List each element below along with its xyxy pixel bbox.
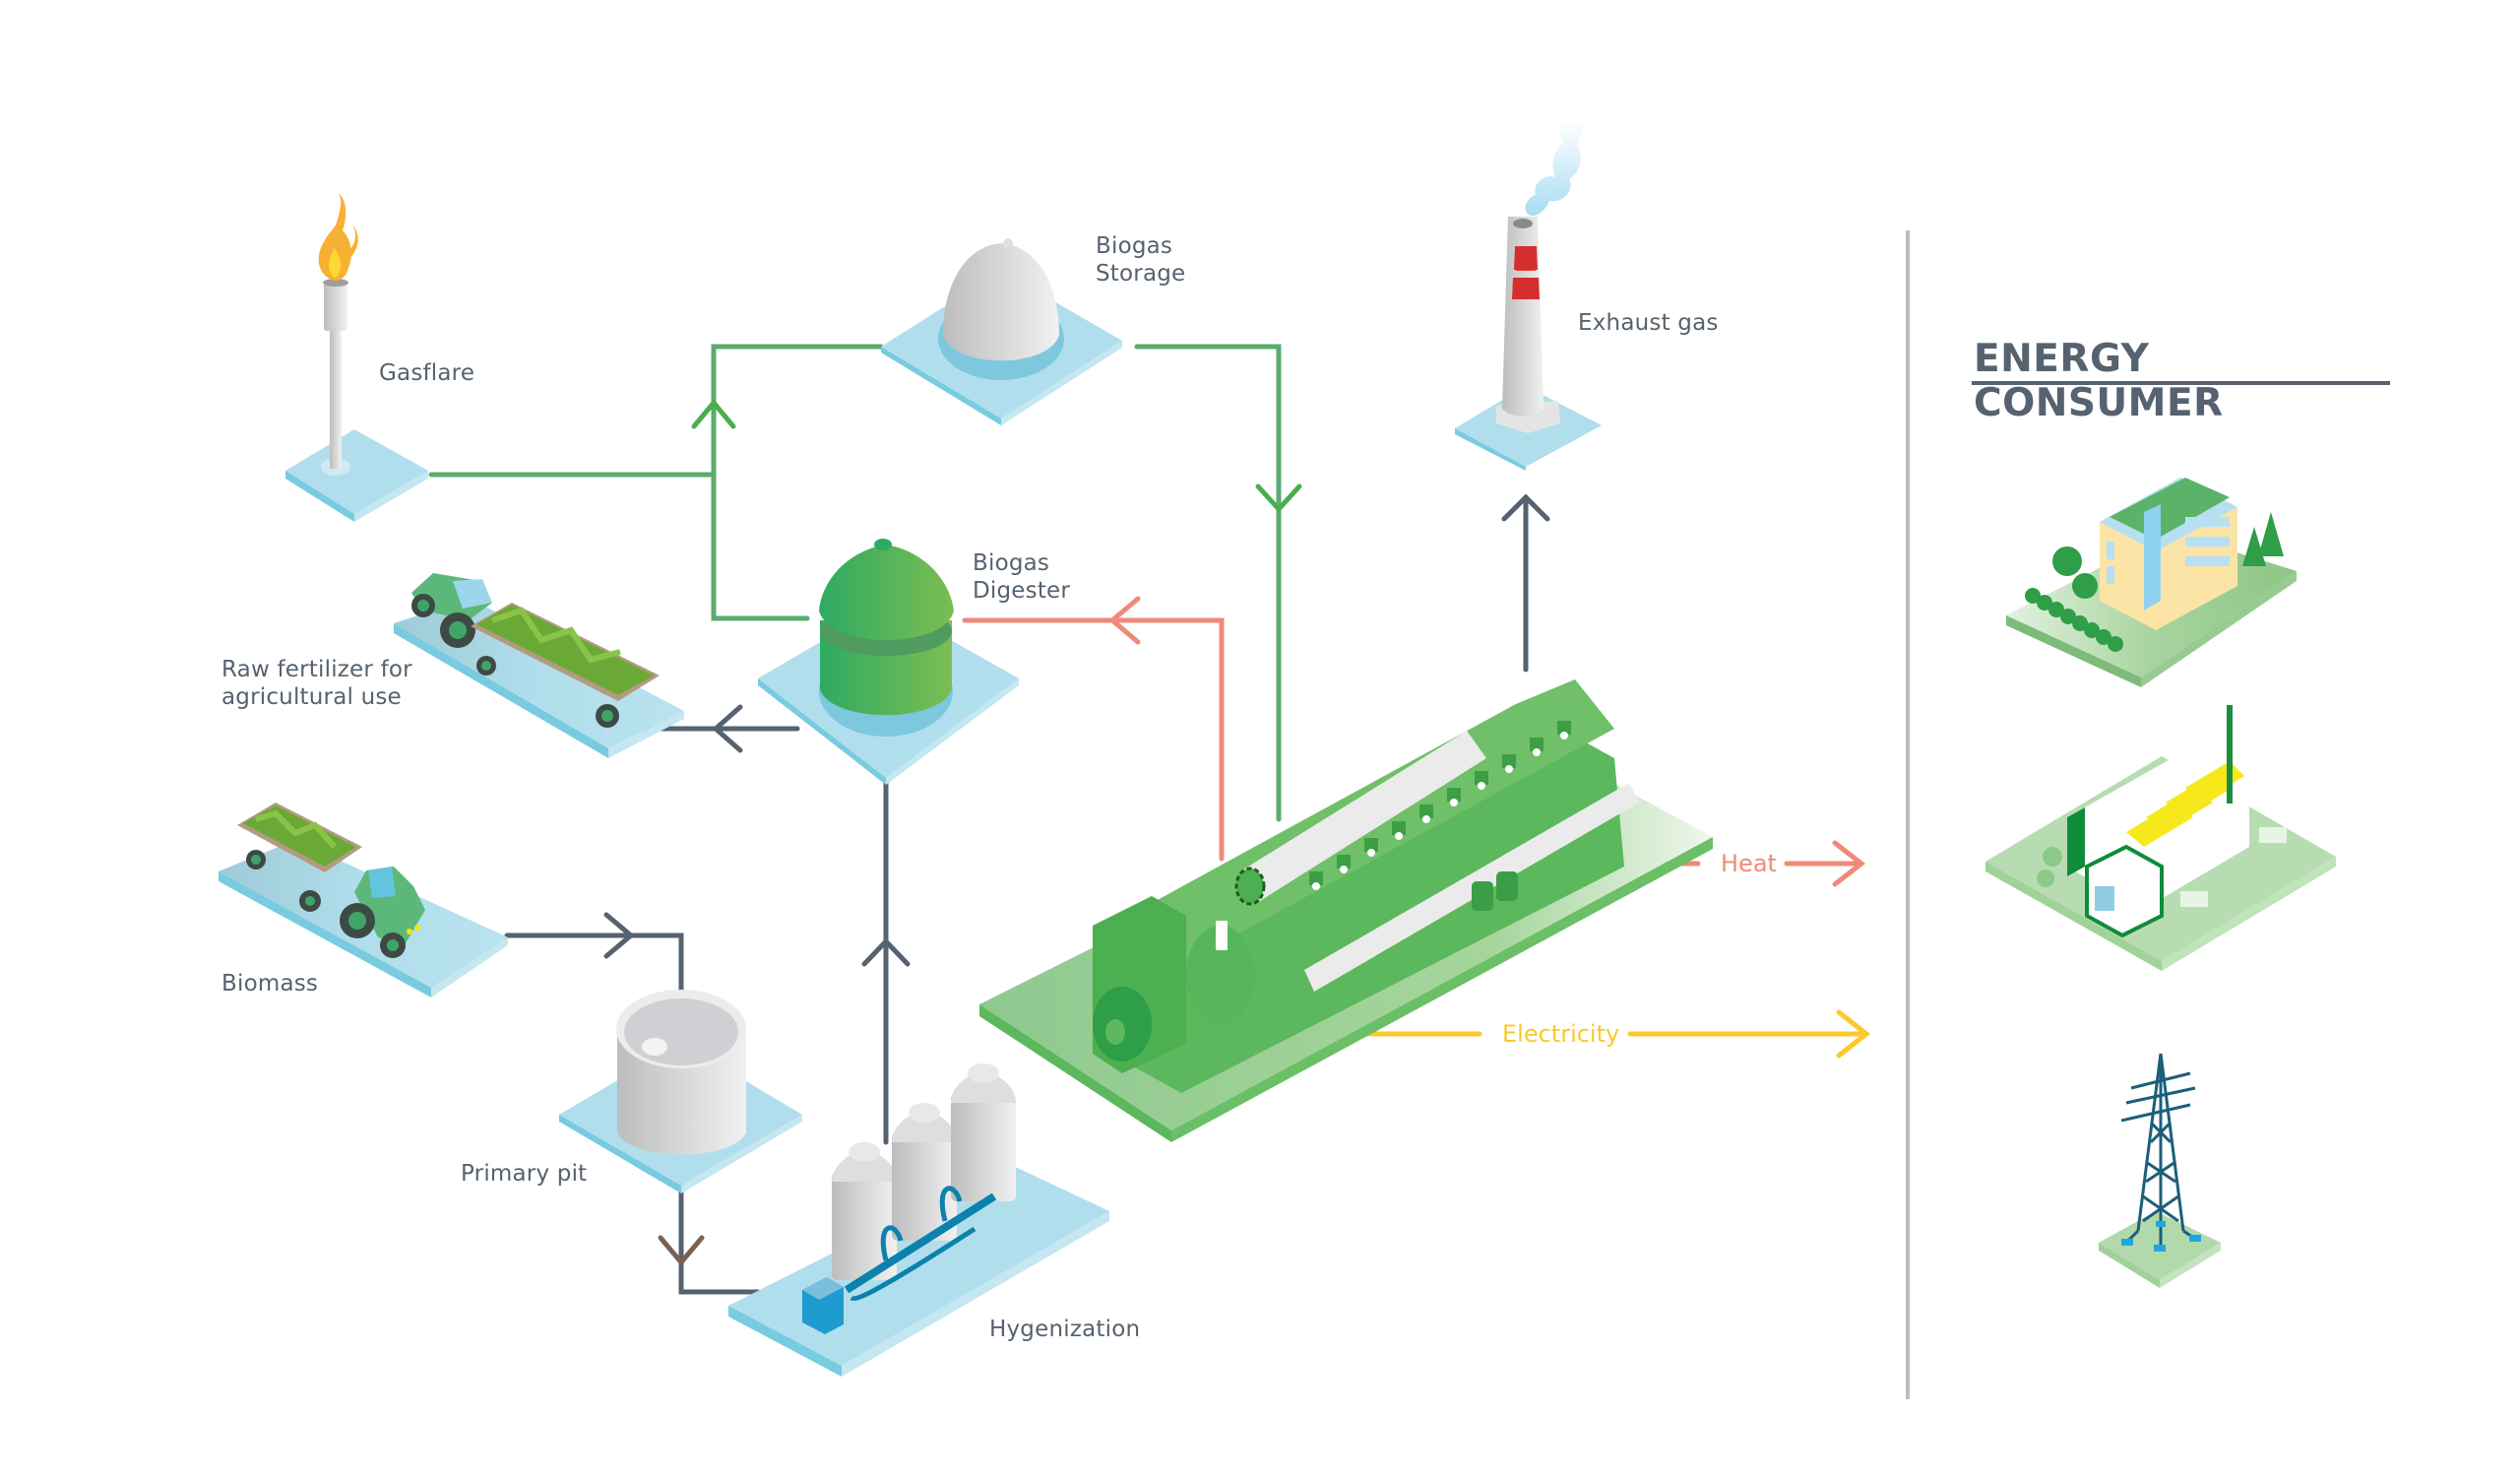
- consumer-factory: [1985, 705, 2336, 971]
- arrow-down-icon: [1255, 483, 1302, 513]
- biogas-digester-label: Biogas Digester: [973, 550, 1071, 604]
- gas-engine-illustration: [979, 679, 1713, 1142]
- electricity-lines: [1360, 1009, 1871, 1059]
- tank: [832, 1142, 897, 1280]
- pit-to-hygenization-line: [678, 1183, 761, 1295]
- pit-arrow-icon: [658, 1235, 705, 1266]
- consumer-power-grid: [2099, 1053, 2221, 1288]
- smoke-icon: [1525, 120, 1583, 217]
- biomass-arrow-icon: [603, 912, 635, 959]
- primary-pit-label: Primary pit: [461, 1161, 588, 1187]
- gasflare-illustration: [285, 193, 428, 522]
- platform: [285, 429, 428, 514]
- raw-fertilizer-label: Raw fertilizer for agricultural use: [221, 657, 412, 710]
- energy-consumer-heading: ENERGY CONSUMER: [1974, 337, 2224, 425]
- digester-arrow-icon: [861, 937, 911, 967]
- exhaust-chimney-illustration: [1455, 120, 1602, 471]
- arrow-up-icon: [691, 399, 736, 429]
- digester-to-storage-loop-line: [711, 344, 884, 621]
- heat-arrow-icon: [1108, 596, 1141, 645]
- hygenization-label: Hygenization: [989, 1317, 1141, 1342]
- consumer-residential-building: [2006, 478, 2297, 687]
- biogas-digester-illustration: [758, 539, 1019, 785]
- heat-label: Heat: [1721, 850, 1777, 877]
- heading-underline: [1972, 381, 2390, 385]
- fertilizer-tractor-illustration: [394, 573, 684, 758]
- substrate-lines: [504, 493, 1550, 1295]
- tank: [951, 1063, 1016, 1201]
- biomass-tractor-illustration: [219, 803, 508, 997]
- hygenization-illustration: [728, 1063, 1109, 1377]
- electricity-arrow-icon: [1836, 1009, 1871, 1059]
- primary-pit-illustration: [559, 990, 802, 1193]
- tank: [892, 1103, 957, 1241]
- flow-lines: [428, 344, 1871, 1295]
- gasflare-label: Gasflare: [379, 360, 475, 386]
- electricity-label: Electricity: [1502, 1020, 1620, 1048]
- biogas-lines: [428, 344, 1282, 822]
- flame-icon: [318, 193, 351, 281]
- biogas-storage-illustration: [881, 238, 1122, 425]
- engine-cylinders: [1309, 721, 1571, 885]
- biogas-storage-label: Biogas Storage: [1096, 233, 1186, 287]
- biomass-label: Biomass: [221, 971, 319, 997]
- exhaust-arrow-icon: [1501, 493, 1550, 522]
- heat-output-arrow-icon: [1832, 840, 1866, 887]
- storage-to-engine-line: [1134, 344, 1282, 822]
- fertilizer-arrow-icon: [712, 704, 743, 753]
- biogas-arrows: [691, 399, 1302, 513]
- exhaust-gas-label: Exhaust gas: [1578, 310, 1719, 336]
- engine-to-digester-heat-line: [962, 617, 1225, 862]
- heat-lines: [962, 596, 1866, 887]
- section-divider: [1906, 230, 1910, 1399]
